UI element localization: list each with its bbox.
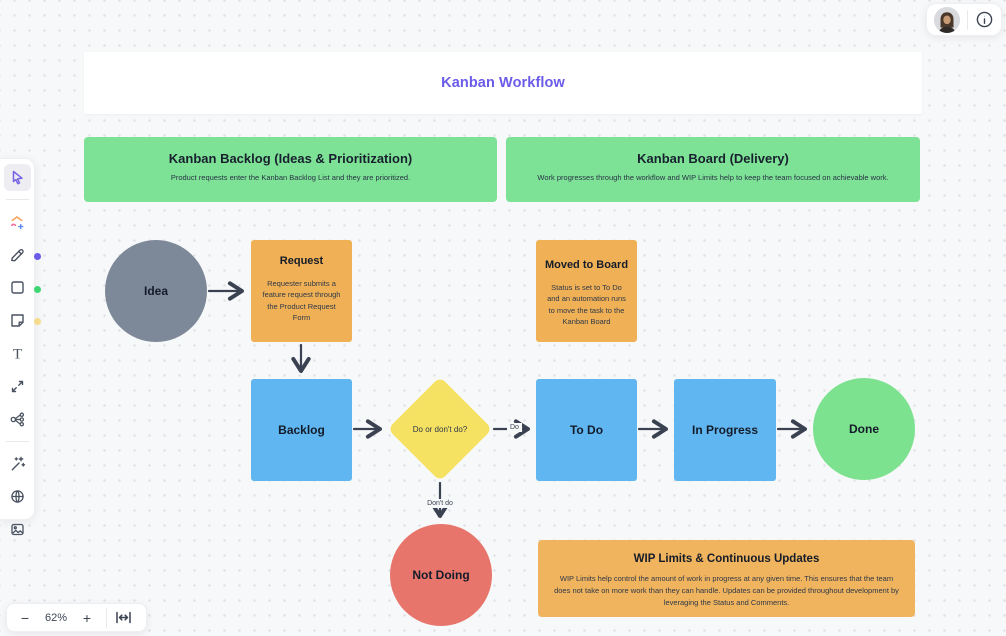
node-done[interactable]: Done bbox=[813, 378, 915, 480]
board-title: Kanban Workflow bbox=[441, 75, 565, 91]
node-label: Backlog bbox=[278, 423, 325, 437]
section-subtitle: Work progresses through the workflow and… bbox=[537, 173, 889, 182]
toolbar-divider bbox=[5, 199, 29, 200]
presence-dot-green bbox=[34, 286, 41, 293]
zoom-controls: − 62% + bbox=[6, 603, 147, 632]
svg-text:T: T bbox=[12, 347, 21, 363]
node-request[interactable]: Request Requester submits a feature requ… bbox=[251, 240, 352, 342]
node-moved-to-board[interactable]: Moved to Board Status is set to To Do an… bbox=[536, 240, 637, 342]
rectangle-tool[interactable] bbox=[4, 274, 31, 301]
toolbar-divider bbox=[5, 441, 29, 442]
node-title: Request bbox=[279, 255, 324, 267]
text-tool[interactable]: T bbox=[4, 340, 31, 367]
zoom-in-button[interactable]: + bbox=[78, 611, 96, 625]
select-tool[interactable] bbox=[3, 164, 31, 191]
connector-tool[interactable] bbox=[4, 373, 31, 400]
sticky-note-tool[interactable] bbox=[4, 307, 31, 334]
ai-wand-tool[interactable] bbox=[4, 450, 31, 477]
image-tool[interactable] bbox=[4, 516, 31, 543]
shapes-add-tool[interactable] bbox=[4, 208, 31, 235]
node-decision[interactable]: Do or don't do? bbox=[387, 376, 493, 482]
edge-label-dont-do: Don't do bbox=[424, 499, 456, 508]
presence-dot-yellow bbox=[34, 318, 41, 325]
node-todo[interactable]: To Do bbox=[536, 379, 637, 481]
node-wip-limits[interactable]: WIP Limits & Continuous Updates WIP Limi… bbox=[538, 540, 915, 617]
node-label: Idea bbox=[143, 284, 168, 298]
board-title-card[interactable]: Kanban Workflow bbox=[84, 52, 922, 114]
presence-dot-purple bbox=[34, 253, 41, 260]
section-kanban-board[interactable]: Kanban Board (Delivery) Work progresses … bbox=[506, 137, 920, 202]
topbar-divider bbox=[967, 9, 968, 30]
node-backlog[interactable]: Backlog bbox=[251, 379, 352, 481]
edge-label-do: Do bbox=[507, 423, 522, 432]
node-title: Moved to Board bbox=[544, 259, 629, 271]
node-body: Requester submits a feature request thro… bbox=[262, 279, 341, 322]
node-label: Done bbox=[849, 422, 879, 436]
node-not-doing[interactable]: Not Doing bbox=[390, 524, 492, 626]
section-kanban-backlog[interactable]: Kanban Backlog (Ideas & Prioritization) … bbox=[84, 137, 497, 202]
node-body: WIP Limits help control the amount of wo… bbox=[554, 574, 899, 607]
zoom-level: 62% bbox=[44, 611, 68, 624]
topbar bbox=[926, 3, 1002, 36]
node-label: In Progress bbox=[691, 423, 759, 437]
mind-map-tool[interactable] bbox=[4, 406, 31, 433]
section-title: Kanban Backlog (Ideas & Prioritization) bbox=[168, 151, 413, 166]
zoombar-divider bbox=[106, 607, 107, 628]
node-body: Status is set to To Do and an automation… bbox=[547, 283, 626, 326]
node-idea[interactable]: Idea bbox=[105, 240, 207, 342]
info-icon[interactable] bbox=[975, 10, 994, 29]
fit-width-button[interactable] bbox=[115, 610, 132, 625]
node-title: WIP Limits & Continuous Updates bbox=[633, 553, 820, 565]
section-title: Kanban Board (Delivery) bbox=[637, 151, 789, 166]
section-subtitle: Product requests enter the Kanban Backlo… bbox=[170, 173, 411, 182]
node-label: To Do bbox=[569, 423, 604, 437]
node-in-progress[interactable]: In Progress bbox=[674, 379, 776, 481]
zoom-out-button[interactable]: − bbox=[16, 611, 34, 625]
node-label: Not Doing bbox=[412, 568, 470, 582]
node-label: Do or don't do? bbox=[412, 424, 468, 434]
web-tool[interactable] bbox=[4, 483, 31, 510]
tool-sidebar: T bbox=[0, 158, 35, 536]
pen-tool[interactable] bbox=[4, 241, 31, 268]
user-avatar[interactable] bbox=[934, 6, 960, 33]
